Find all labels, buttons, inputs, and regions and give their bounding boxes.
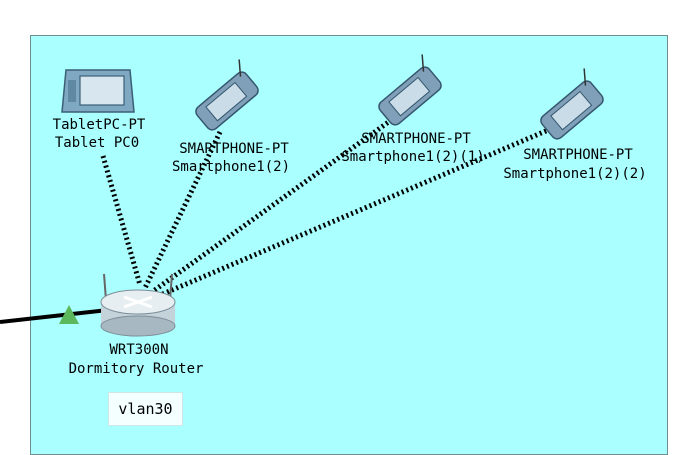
link-status-up-icon	[59, 305, 79, 324]
router-name-label: Dormitory Router	[68, 361, 204, 377]
smartphone-icon-1	[195, 59, 259, 131]
tablet-name-label: Tablet PC0	[54, 135, 140, 151]
vlan-note[interactable]: vlan30	[108, 392, 183, 426]
wireless-link-phone1	[142, 130, 223, 290]
wireless-link-tablet	[100, 155, 143, 286]
tablet-model-label: TabletPC-PT	[52, 117, 146, 133]
phone2-name-label: Smartphone1(2)(1)	[341, 149, 485, 165]
smartphone-icon-3	[540, 68, 604, 140]
phone1-name-label: Smartphone1(2)	[171, 159, 291, 175]
smartphone-icon-2	[378, 54, 442, 126]
phone3-name-label: Smartphone1(2)(2)	[503, 166, 647, 182]
router-icon	[100, 273, 176, 337]
phone3-model-label: SMARTPHONE-PT	[523, 147, 633, 163]
network-diagram-canvas	[0, 54, 604, 337]
wired-link	[0, 308, 109, 324]
phone1-model-label: SMARTPHONE-PT	[179, 141, 289, 157]
tablet-icon	[61, 69, 135, 113]
phone2-model-label: SMARTPHONE-PT	[361, 131, 471, 147]
router-model-label: WRT300N	[109, 342, 169, 358]
